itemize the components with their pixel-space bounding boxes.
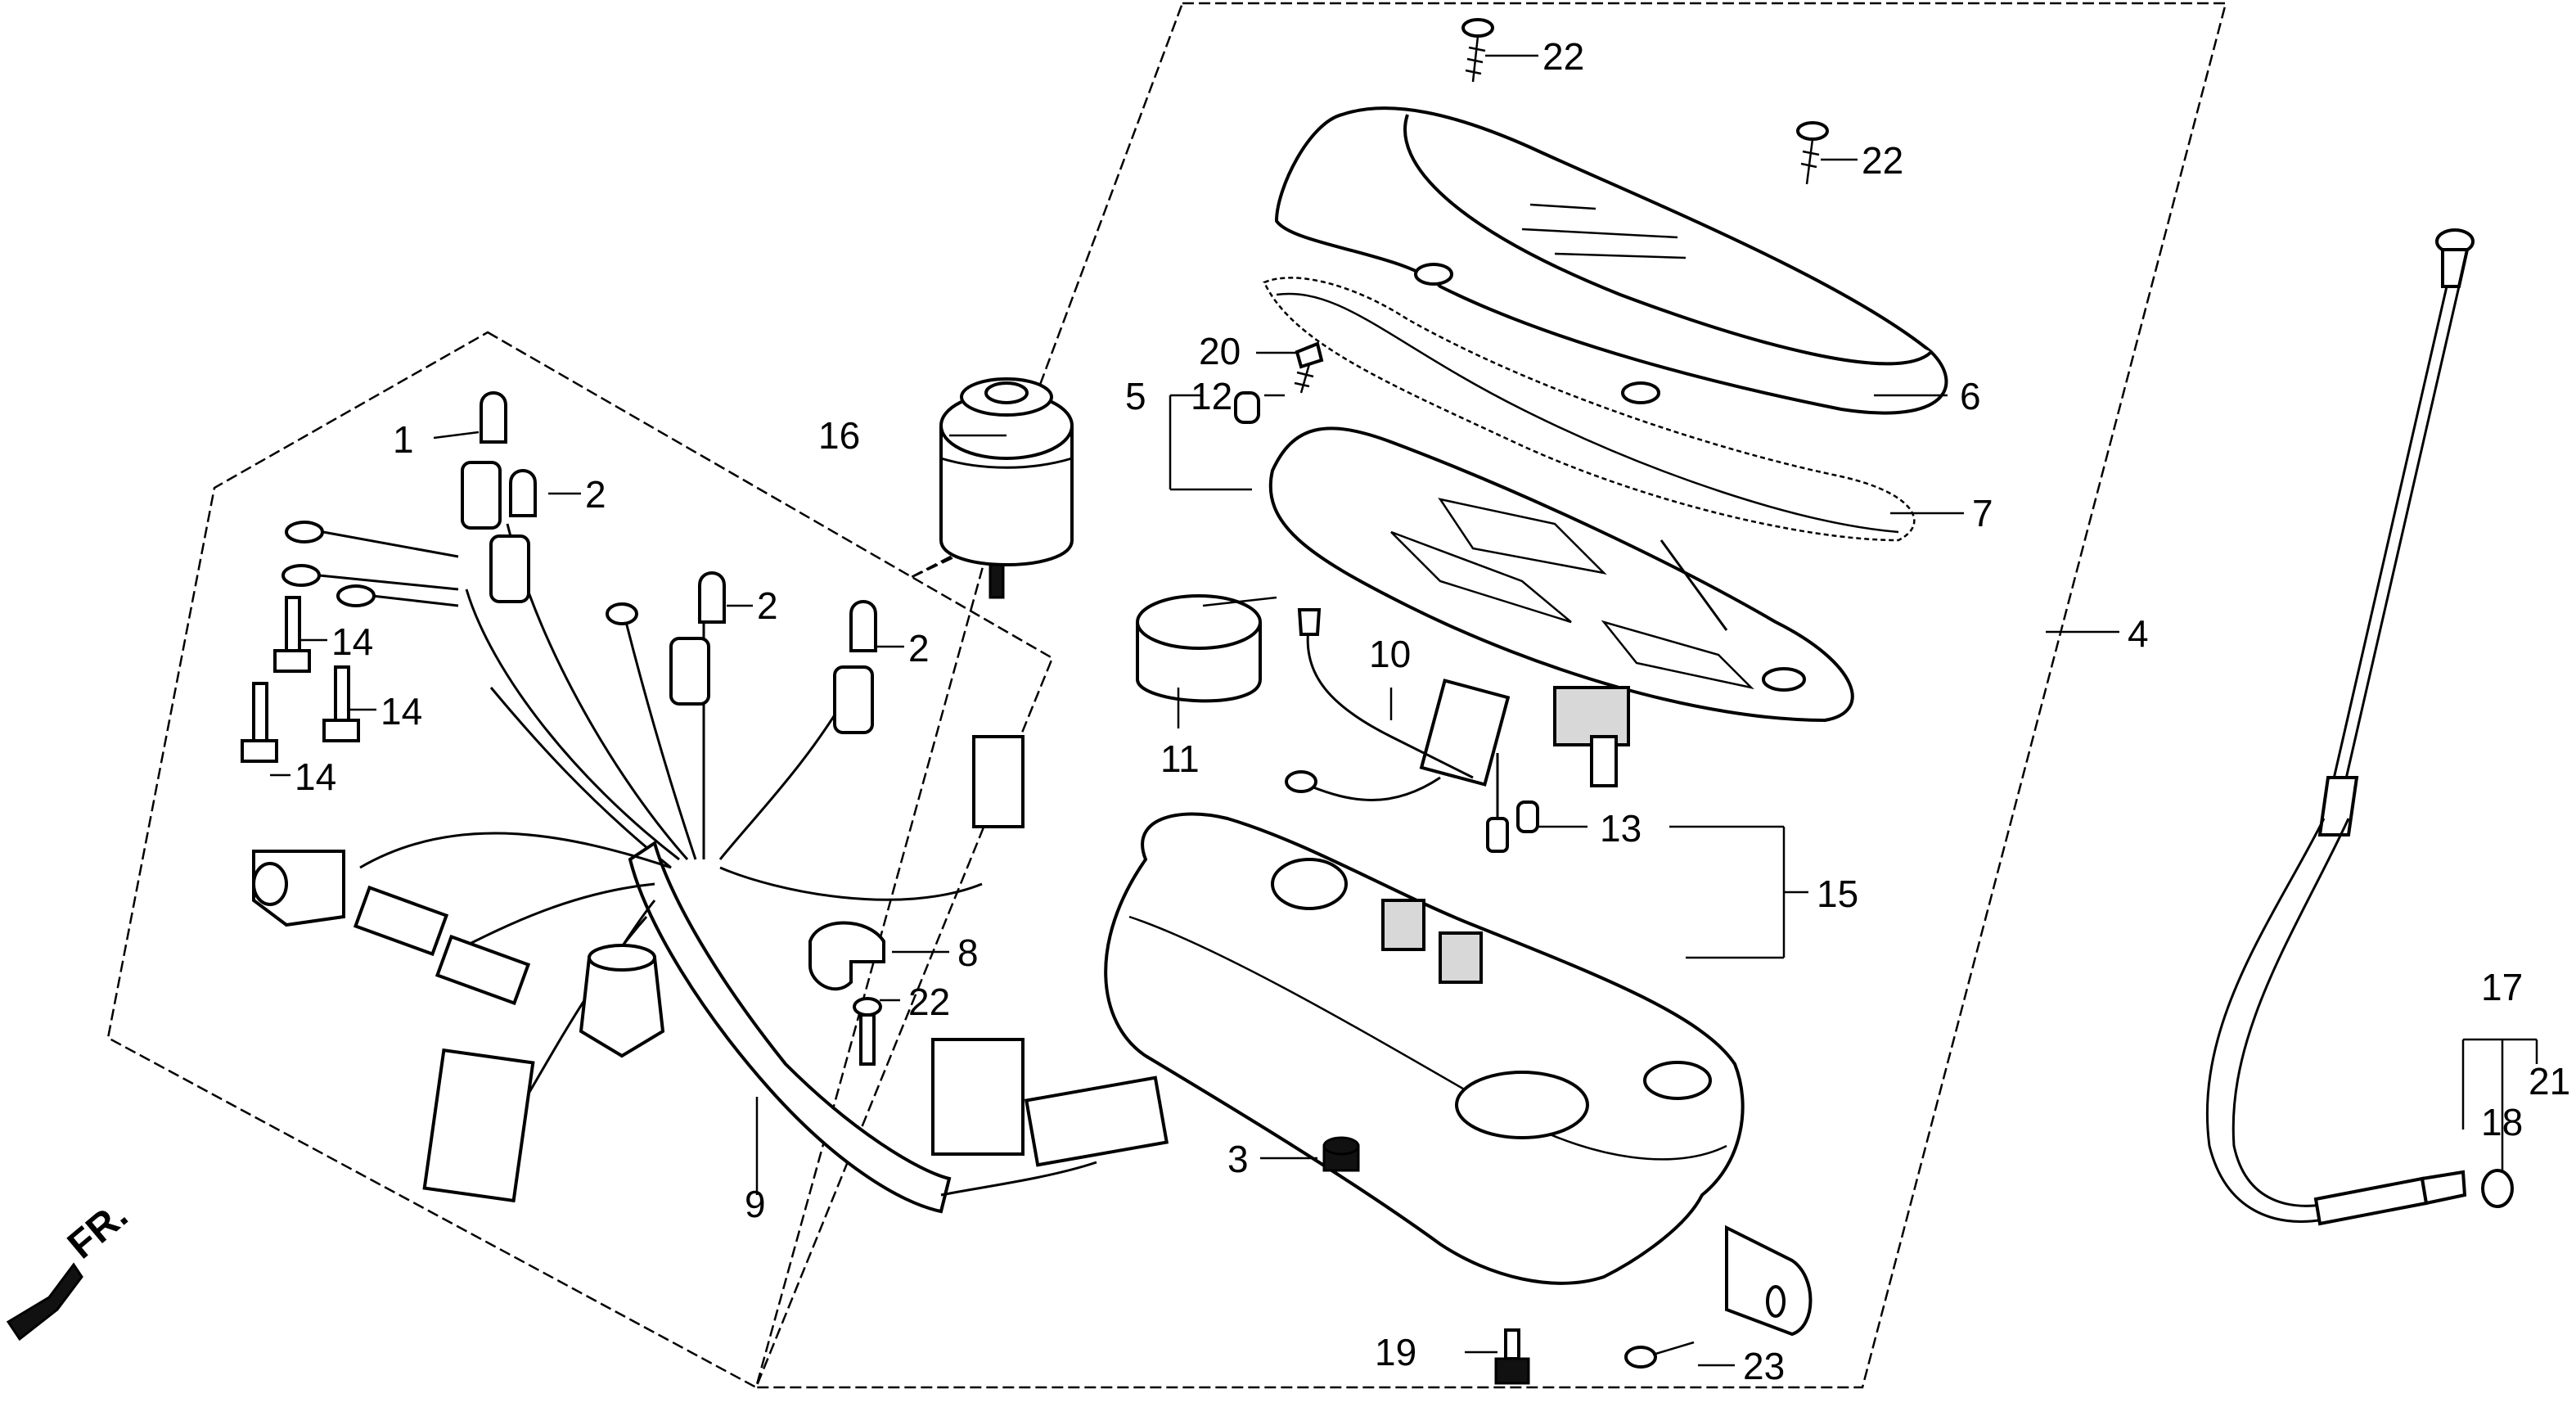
callout-21: 21 [2529, 1060, 2570, 1103]
bulb-13 [1516, 800, 1539, 833]
callout-10: 10 [1369, 633, 1411, 675]
callout-5: 5 [1125, 375, 1146, 417]
callout-6: 6 [1960, 375, 1981, 417]
bulb-2b-icon [698, 571, 726, 624]
bulb-12 [1234, 391, 1260, 424]
callout-3: 3 [1227, 1138, 1249, 1180]
direction-label: FR. [60, 1193, 136, 1267]
speedometer-needle-icon [1660, 539, 1728, 631]
callout-9: 9 [745, 1183, 766, 1225]
callout-7: 7 [1972, 492, 1993, 534]
screws [853, 18, 1829, 1385]
callout-2: 2 [585, 473, 606, 516]
meter-case [1104, 812, 1813, 1337]
visor-screw-boss-right-icon [1621, 381, 1660, 404]
callout-19: 19 [1375, 1331, 1416, 1373]
callout-4: 4 [2128, 612, 2149, 655]
washer-21-icon [2481, 1169, 2514, 1208]
bolts-14 [241, 596, 360, 763]
callout-15: 15 [1817, 873, 1858, 915]
bulb-2c-icon [849, 600, 877, 652]
speedometer-cable-17 [2205, 228, 2514, 1226]
callout-14: 14 [295, 755, 336, 798]
callout-18: 18 [2481, 1101, 2523, 1143]
bulb-1-icon [480, 391, 507, 444]
meter-wiring-10 [1285, 608, 1511, 853]
callout-17: 17 [2481, 966, 2523, 1008]
leader-lines [270, 54, 2538, 1367]
front-direction-indicator: FR. [6, 1193, 136, 1342]
clamp-8 [808, 921, 885, 991]
meter-face-panel [1268, 426, 1854, 787]
magnet-11 [1136, 594, 1277, 703]
callout-23: 23 [1743, 1345, 1785, 1387]
callout-22: 22 [1862, 139, 1903, 182]
callout-14: 14 [331, 620, 373, 663]
callout-22: 22 [1542, 35, 1584, 78]
indicator-unit-16 [939, 377, 1074, 599]
callout-16: 16 [818, 414, 860, 457]
harness-connector-4pin-icon [972, 735, 1025, 828]
visor-screw-boss-left-icon [1414, 263, 1453, 286]
callout-11: 11 [1160, 737, 1200, 780]
callout-22: 22 [908, 981, 950, 1023]
wire-harness-9 [252, 461, 1169, 1214]
meter-gasket [1263, 277, 1916, 542]
harness-group-outline [106, 331, 1054, 1389]
callout-13: 13 [1600, 807, 1642, 850]
callout-2: 2 [757, 584, 778, 627]
front-arrow-icon [6, 1262, 83, 1342]
callout-8: 8 [957, 931, 979, 974]
callout-12: 12 [1191, 375, 1232, 417]
bulbs [480, 391, 877, 652]
callout-1: 1 [393, 418, 414, 461]
callout-labels: 1 2 2 2 3 4 5 6 7 8 9 10 11 12 13 14 14 … [295, 35, 2570, 1387]
bulb-2a-icon [509, 469, 537, 517]
callout-2: 2 [908, 627, 930, 670]
callout-14: 14 [381, 690, 422, 733]
cap-3 [1322, 1136, 1360, 1172]
meter-visor [1274, 106, 1948, 415]
screw-20 [1294, 341, 1324, 394]
callout-20: 20 [1199, 330, 1241, 372]
